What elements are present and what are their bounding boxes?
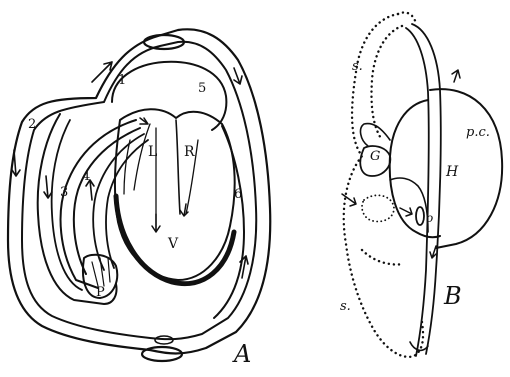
atria-outline [112, 62, 226, 130]
arrow [140, 118, 148, 124]
panel-label-a: A [232, 340, 251, 368]
arrow [152, 214, 160, 232]
label-s-bottom: s. [340, 299, 351, 314]
arrow [400, 208, 412, 216]
arch-4-inner [106, 140, 148, 268]
arch-2 [38, 114, 117, 304]
figure-a: 1 2 3 4 5 6 L R V P A [8, 29, 270, 368]
arch-3 [61, 120, 136, 288]
label-p: P [96, 285, 105, 300]
arch-2-inner [52, 120, 82, 290]
septum-line [176, 120, 180, 214]
dotted-lower-branch [362, 250, 404, 264]
o-organ [416, 207, 424, 225]
lower-sac [362, 195, 394, 221]
main-vessel-left [406, 28, 429, 356]
arrow [430, 246, 436, 258]
label-ventricle: V [167, 236, 179, 252]
label-3: 3 [60, 185, 68, 200]
label-left-atrium: L [148, 144, 157, 160]
label-h: H [445, 164, 459, 180]
arrow [92, 62, 112, 82]
label-g: G [370, 149, 380, 164]
arrow [234, 68, 242, 84]
label-right-atrium: R [184, 144, 195, 160]
arrow [44, 176, 52, 198]
label-6: 6 [234, 187, 242, 202]
arrow [452, 70, 460, 82]
dotted-inner-loop [371, 26, 402, 140]
label-o: o [426, 211, 433, 225]
vessel-6 [214, 126, 244, 318]
outer-vessel-inner-wall [22, 42, 256, 339]
panel-label-b: B [443, 282, 462, 310]
label-4: 4 [82, 169, 90, 184]
p-organ-lines [92, 258, 110, 286]
label-2: 2 [28, 117, 36, 132]
dotted-top-cap [398, 12, 416, 24]
label-5: 5 [198, 81, 206, 96]
figure-b: s. G o H p.c. s. B [340, 12, 502, 356]
label-1: 1 [118, 73, 126, 88]
label-pc: p.c. [466, 125, 490, 140]
label-s-top: s. [352, 59, 363, 74]
